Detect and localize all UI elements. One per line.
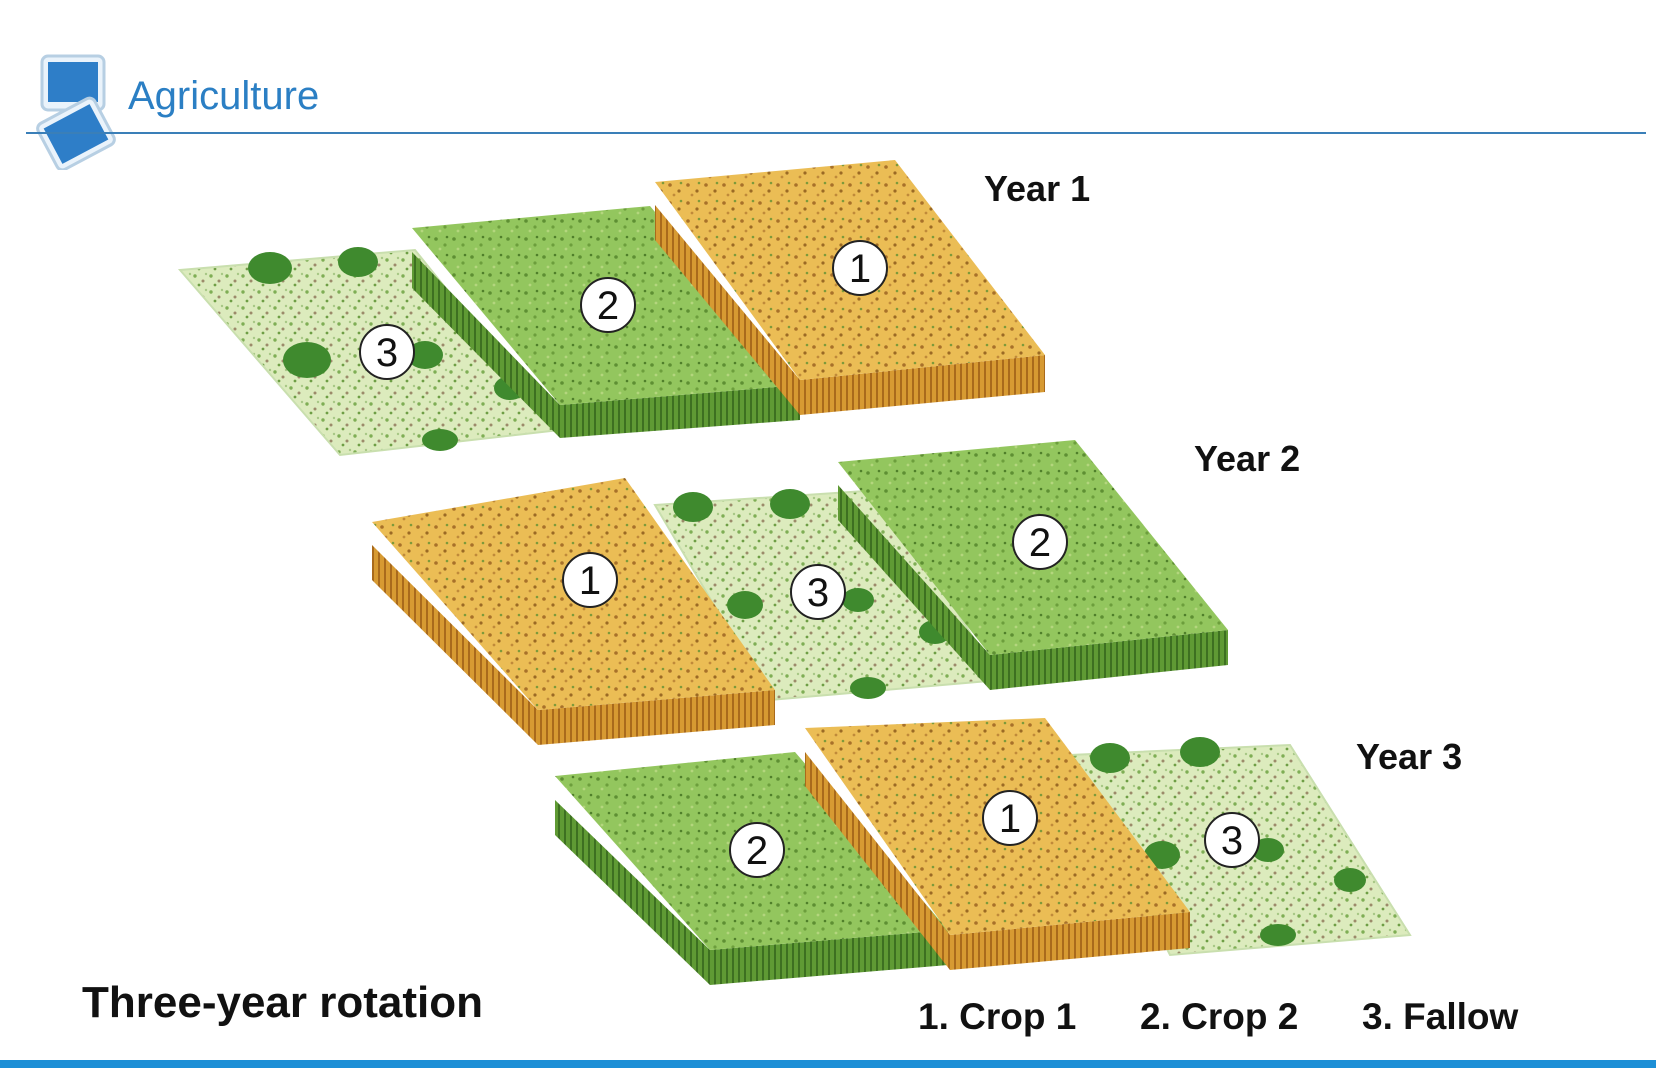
bush-icon: [407, 341, 443, 369]
diagram-caption: Three-year rotation: [82, 978, 483, 1027]
plot-number-marker: [982, 790, 1038, 846]
plot-number-marker: [359, 324, 415, 380]
plot-crop1-side: [372, 545, 538, 745]
year-label-3: Year 3: [1356, 736, 1463, 777]
plot-number-label: 1: [849, 247, 871, 291]
plot-number-marker: [1012, 514, 1068, 570]
bush-icon: [1144, 841, 1180, 869]
page-title: Agriculture: [128, 74, 320, 118]
plot-number-label: 2: [1029, 521, 1051, 565]
plot-number-label: 3: [1221, 819, 1243, 863]
bush-icon: [673, 492, 713, 522]
plot-crop2-front: [710, 930, 948, 985]
plot-crop2-side: [412, 252, 560, 438]
bush-icon: [1180, 737, 1220, 767]
year3-row: [555, 718, 1412, 985]
plot-number-marker: [580, 277, 636, 333]
header-divider: [26, 132, 1646, 134]
bush-icon: [770, 489, 810, 519]
plot-crop1-side: [655, 205, 800, 415]
legend-item-crop1: 1. Crop 1: [918, 996, 1077, 1037]
bush-icon: [338, 247, 378, 277]
year-label-2: Year 2: [1194, 438, 1301, 479]
plot-crop2-side: [555, 800, 710, 985]
bush-icon: [1334, 868, 1366, 892]
legend-item-crop2: 2. Crop 2: [1140, 996, 1299, 1037]
plot-number-label: 1: [579, 559, 601, 603]
plot-crop2-front: [990, 630, 1228, 690]
year-label-1: Year 1: [984, 168, 1091, 209]
bush-icon: [1090, 743, 1130, 773]
plot-number-label: 3: [376, 331, 398, 375]
plot-number-marker: [729, 822, 785, 878]
bush-icon: [850, 677, 886, 699]
bush-icon: [727, 591, 763, 619]
bottom-bar: [0, 1060, 1656, 1068]
plot-number-marker: [790, 564, 846, 620]
plot-number-marker: [832, 240, 888, 296]
logo-icon: [30, 50, 120, 175]
plot-number-label: 2: [597, 284, 619, 328]
plot-number-label: 1: [999, 797, 1021, 841]
plot-crop2-front: [560, 385, 800, 438]
bush-icon: [842, 588, 874, 612]
plot-number-label: 3: [807, 571, 829, 615]
plot-crop1-front: [538, 690, 775, 745]
bush-icon: [1260, 924, 1296, 946]
plot-number-label: 2: [746, 829, 768, 873]
bush-icon: [1252, 838, 1284, 862]
plot-number-marker: [562, 552, 618, 608]
plot-crop2-side: [838, 485, 990, 690]
plot-crop1-side: [805, 752, 950, 970]
plot-number-marker: [1204, 812, 1260, 868]
bush-icon: [422, 429, 458, 451]
bush-icon: [283, 342, 331, 378]
plot-crop1-front: [950, 912, 1190, 970]
legend-item-fallow: 3. Fallow: [1362, 996, 1519, 1037]
bush-icon: [248, 252, 292, 284]
plot-crop1-front: [800, 355, 1045, 415]
